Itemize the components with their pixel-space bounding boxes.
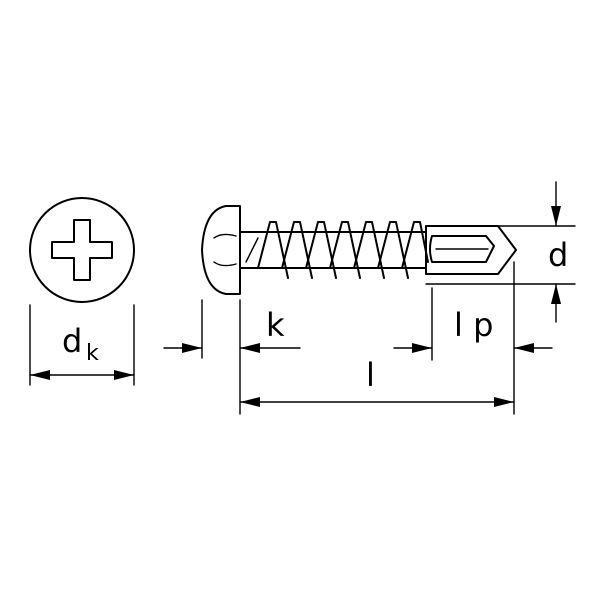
lp-arrow-left xyxy=(412,343,432,353)
d-label: d xyxy=(548,236,568,274)
k-arrow-right xyxy=(240,343,260,353)
lp-arrow-right xyxy=(514,343,534,353)
l-label: l xyxy=(366,356,375,394)
dk-arrow-left xyxy=(30,370,50,380)
k-arrow-left xyxy=(182,343,202,353)
l-arrow-left xyxy=(240,397,260,407)
drill-flute xyxy=(429,235,495,263)
lp-label: l p xyxy=(454,306,493,344)
head-top-view: d k xyxy=(29,197,135,386)
d-arrow-bottom xyxy=(551,284,561,304)
pan-head xyxy=(201,205,241,295)
dk-label: d xyxy=(62,322,82,360)
screw-side-view: d k l p l xyxy=(163,181,576,415)
drill-point xyxy=(425,225,517,275)
dk-arrow-right xyxy=(114,370,134,380)
l-arrow-right xyxy=(494,397,514,407)
thread-crests xyxy=(245,221,429,279)
head-recess-hint xyxy=(213,233,237,267)
dk-label-subscript: k xyxy=(86,341,99,366)
k-label: k xyxy=(266,306,285,344)
d-arrow-top xyxy=(551,206,561,226)
phillips-recess xyxy=(51,219,113,281)
head-outline-circle xyxy=(29,197,135,303)
